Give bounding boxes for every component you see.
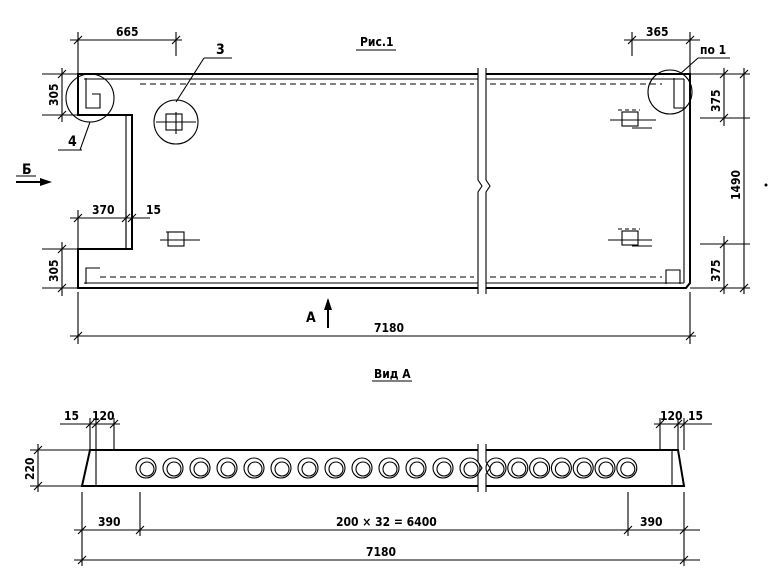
core-hole — [405, 457, 427, 479]
core-hole — [243, 457, 265, 479]
core-hole-inner — [274, 461, 290, 477]
loop-symbol — [608, 228, 652, 247]
holes-left — [135, 457, 481, 479]
core-hole-inner — [355, 461, 371, 477]
dim-390-left: 390 — [98, 515, 121, 529]
core-hole — [550, 457, 572, 479]
core-hole-inner — [576, 461, 592, 477]
core-hole — [459, 457, 481, 479]
section-outline-right — [486, 449, 686, 487]
core-hole-inner — [382, 461, 398, 477]
callout-4: 4 — [68, 134, 77, 150]
dim-7180-plan: 7180 — [374, 321, 404, 335]
dim-375-bottom: 375 — [709, 259, 723, 282]
core-hole — [378, 457, 400, 479]
core-hole-inner — [193, 461, 209, 477]
callout-3: 3 — [216, 42, 225, 58]
core-hole-inner — [554, 461, 570, 477]
section-view — [30, 418, 712, 566]
dim-370: 370 — [92, 203, 115, 217]
core-hole-inner — [511, 461, 527, 477]
plan-outline-left — [77, 73, 478, 289]
plan-outline-right — [486, 73, 691, 289]
core-hole-inner — [533, 461, 549, 477]
dim-220: 220 — [23, 457, 37, 480]
core-hole — [216, 457, 238, 479]
dim-6400: 200 × 32 = 6400 — [336, 515, 437, 529]
core-hole-inner — [409, 461, 425, 477]
dim-7180-section: 7180 — [366, 545, 396, 559]
dim-120-right: 120 — [660, 409, 683, 423]
callout-po1: по 1 — [700, 43, 726, 57]
break-line-plan — [477, 68, 483, 294]
core-hole-inner — [489, 461, 505, 477]
dim-390-right: 390 — [640, 515, 663, 529]
core-hole-inner — [301, 461, 317, 477]
core-hole-inner — [620, 461, 636, 477]
core-hole — [135, 457, 157, 479]
core-hole — [189, 457, 211, 479]
marker-a: А — [306, 310, 316, 326]
core-hole — [324, 457, 346, 479]
dim-305-top: 305 — [47, 83, 61, 106]
core-hole-inner — [220, 461, 236, 477]
core-hole — [594, 457, 616, 479]
core-hole-inner — [598, 461, 614, 477]
figure-title: Рис.1 — [360, 35, 394, 49]
dim-1490: 1490 — [729, 170, 743, 200]
section-outline-left — [80, 449, 478, 487]
core-hole — [432, 457, 454, 479]
loop-symbol — [156, 112, 196, 134]
core-hole — [162, 457, 184, 479]
core-hole — [351, 457, 373, 479]
dim-305-bottom: 305 — [47, 259, 61, 282]
detail-circle-3 — [153, 99, 199, 145]
core-hole-inner — [139, 461, 155, 477]
core-hole — [270, 457, 292, 479]
plan-view — [16, 32, 768, 382]
core-hole — [529, 457, 551, 479]
core-hole-inner — [247, 461, 263, 477]
dim-15-right: 15 — [688, 409, 703, 423]
break-line-section — [477, 444, 483, 492]
loop-symbol — [610, 109, 656, 129]
core-hole — [485, 457, 507, 479]
view-label: Вид А — [374, 367, 411, 381]
dim-665: 665 — [116, 25, 139, 39]
loop-symbol — [160, 231, 200, 247]
core-hole-inner — [166, 461, 182, 477]
dim-375-top: 375 — [709, 89, 723, 112]
dim-365: 365 — [646, 25, 669, 39]
holes-right — [485, 457, 638, 479]
core-hole — [507, 457, 529, 479]
dim-15-left: 15 — [64, 409, 79, 423]
dim-120-left: 120 — [92, 409, 115, 423]
core-hole-inner — [463, 461, 479, 477]
dim-15-notch: 15 — [146, 203, 161, 217]
core-hole-inner — [328, 461, 344, 477]
marker-b: Б — [22, 162, 32, 178]
core-hole — [616, 457, 638, 479]
core-hole-inner — [436, 461, 452, 477]
core-hole — [297, 457, 319, 479]
core-hole — [572, 457, 594, 479]
detail-circle-po1 — [647, 69, 693, 115]
